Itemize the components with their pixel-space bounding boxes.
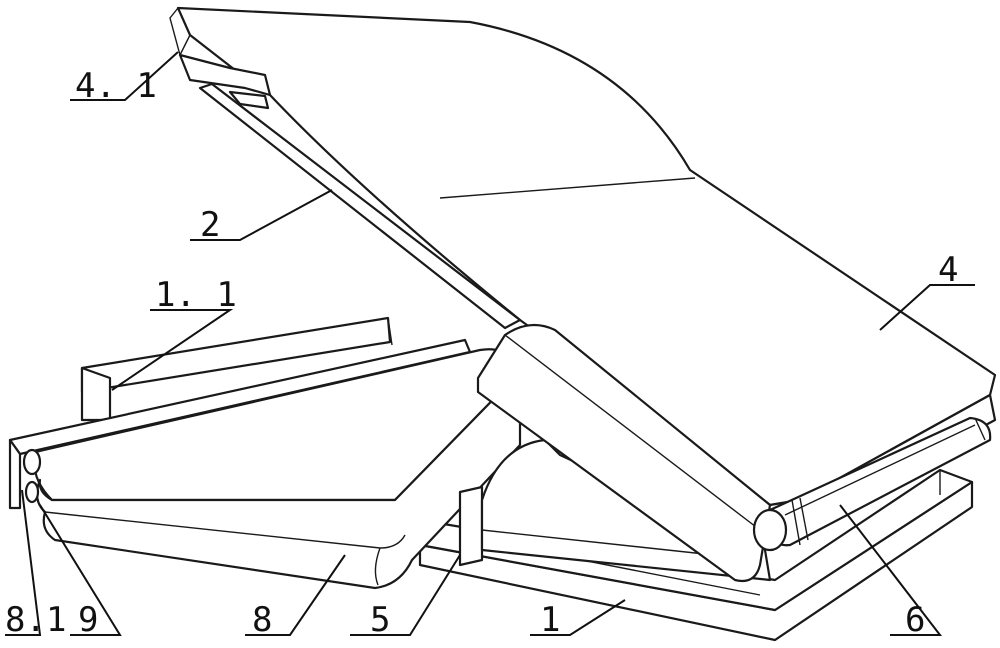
label-2: 2 (200, 205, 220, 245)
label-5: 5 (370, 600, 390, 640)
label-6: 6 (905, 600, 925, 640)
label-1: 1 (540, 600, 560, 640)
support-strut (198, 82, 522, 330)
label-9: 9 (78, 600, 98, 640)
label-8-1: 8.1 (5, 600, 66, 640)
leader-lines (5, 51, 975, 636)
label-4: 4 (938, 250, 958, 290)
label-8: 8 (252, 600, 272, 640)
label-4-1: 4. 1 (75, 66, 157, 106)
label-1-1: 1. 1 (155, 275, 237, 315)
roller (752, 416, 992, 552)
rear-plate (80, 316, 393, 422)
